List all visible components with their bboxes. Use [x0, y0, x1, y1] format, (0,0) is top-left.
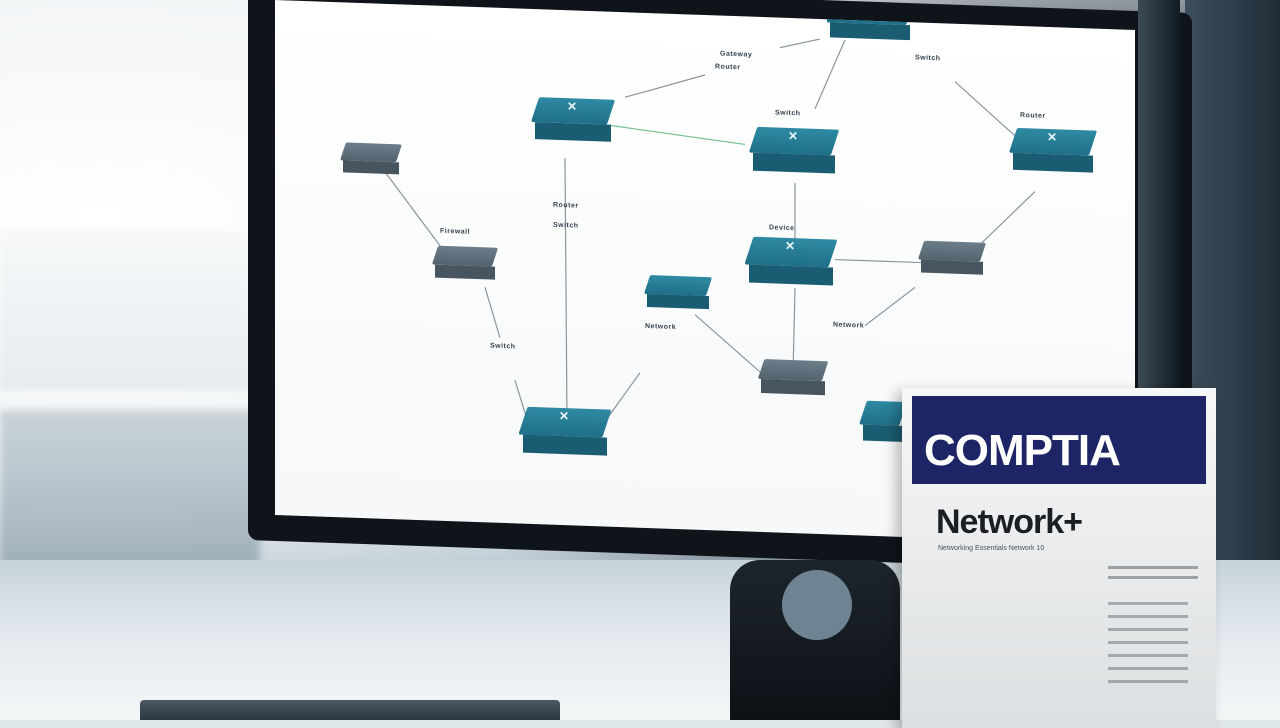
link-line	[814, 39, 846, 110]
arrows-icon: ✕	[1046, 129, 1060, 145]
certification-book: COMPTIA Network+ Networking Essentials N…	[902, 388, 1216, 728]
network-switch-icon	[431, 245, 499, 280]
keyboard	[140, 700, 560, 720]
network-switch-icon	[643, 275, 713, 310]
network-switch-icon	[757, 359, 829, 396]
network-switch-icon	[859, 400, 907, 442]
link-line	[974, 191, 1036, 250]
monitor-bezel-edge	[1138, 0, 1180, 390]
diagram-label: Router	[553, 201, 579, 210]
network-switch-icon: ✕	[744, 236, 838, 286]
arrows-icon: ✕	[787, 128, 801, 144]
network-switch-icon	[340, 142, 402, 175]
diagram-label: Switch	[553, 221, 579, 230]
network-switch-icon: ✕	[518, 406, 612, 456]
link-line	[779, 38, 821, 49]
arrows-icon: ✕	[784, 238, 798, 254]
book-subtitle: Networking Essentials Network 10	[938, 545, 1045, 552]
book-text-lines	[1108, 566, 1198, 586]
book-cover-band	[912, 396, 1206, 484]
diagram-label: Gateway	[720, 50, 753, 59]
network-switch-icon: ✕	[748, 126, 840, 174]
link-line	[484, 287, 501, 339]
link-line	[604, 372, 641, 422]
diagram-label: Router	[1020, 112, 1046, 120]
link-line	[792, 288, 796, 374]
diagram-label: Network	[645, 322, 677, 332]
link-line	[864, 286, 916, 327]
blurred-background-object	[0, 230, 250, 390]
link-line	[694, 314, 761, 373]
network-switch-icon: ✕	[1008, 127, 1098, 173]
monitor-screen: ✕ ✕ ✕ ✕ ✕ Gateway Switch Switch Router F…	[275, 0, 1135, 546]
link-line	[564, 158, 568, 421]
book-title: Network+	[936, 503, 1083, 541]
diagram-label: Device	[769, 224, 795, 233]
book-brand: COMPTIA	[924, 426, 1121, 475]
diagram-label: Router	[715, 63, 741, 72]
arrows-icon: ✕	[558, 408, 572, 424]
diagram-label: Switch	[490, 342, 516, 351]
diagram-label: Network	[833, 321, 865, 330]
network-switch-icon: ✕	[530, 97, 616, 142]
network-switch-icon	[917, 240, 987, 275]
arrows-icon: ✕	[566, 99, 580, 114]
diagram-label: Switch	[775, 109, 801, 118]
monitor-stand-cutout	[782, 570, 852, 640]
link-line	[384, 171, 441, 247]
link-line	[835, 258, 925, 264]
link-line	[954, 81, 1016, 137]
diagram-label: Firewall	[440, 227, 471, 236]
diagram-label: Switch	[915, 54, 941, 63]
book-text-lines	[1108, 602, 1188, 693]
link-line	[624, 74, 706, 98]
network-links	[384, 38, 1036, 430]
